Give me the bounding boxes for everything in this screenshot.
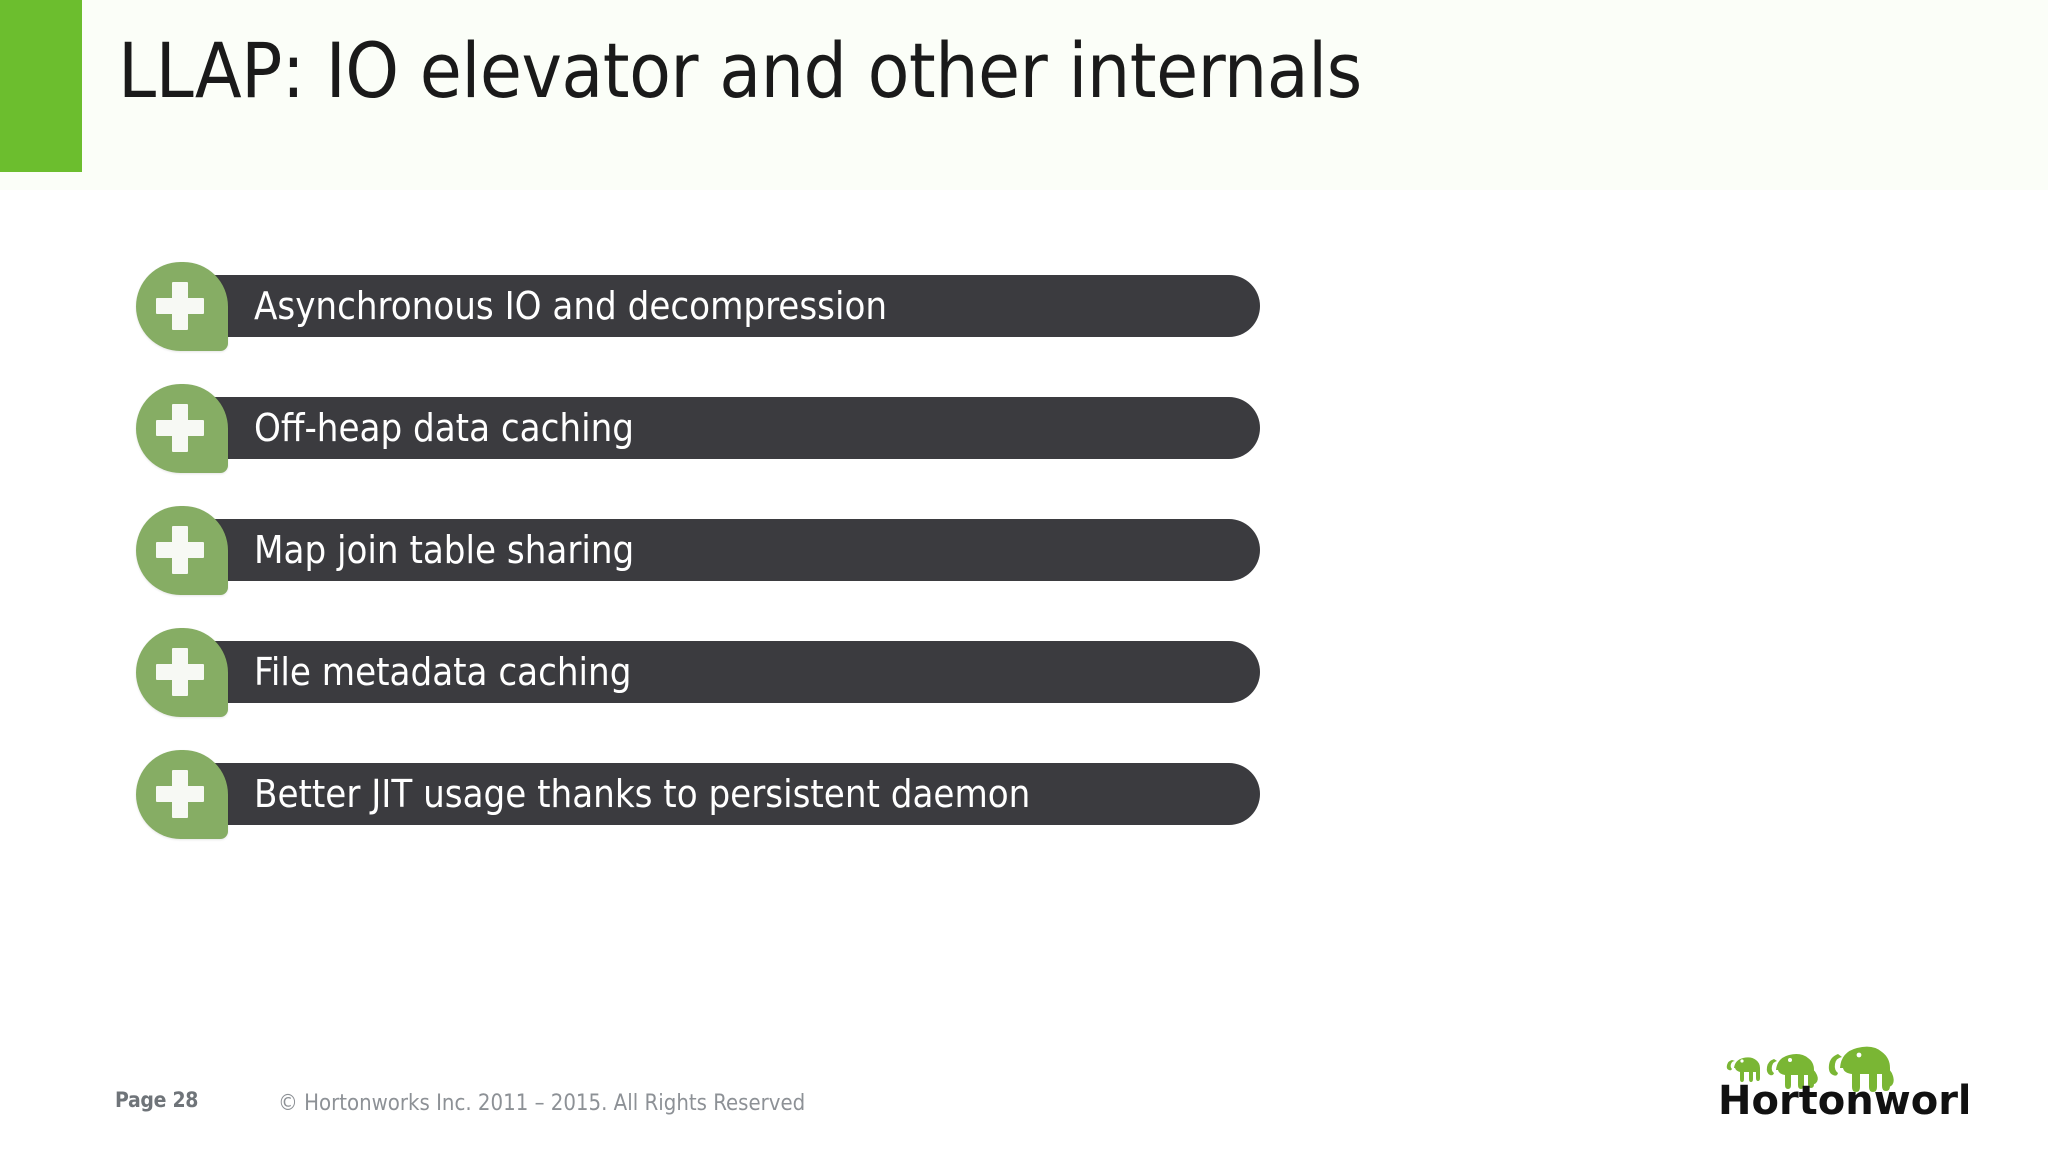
bullet-label: Asynchronous IO and decompression xyxy=(254,284,888,328)
page-number: Page 28 xyxy=(115,1088,199,1112)
bullet-bar xyxy=(138,763,1260,825)
plus-icon xyxy=(154,402,206,454)
list-item[interactable]: File metadata caching xyxy=(136,628,1268,717)
copyright-notice: © Hortonworks Inc. 2011 – 2015. All Righ… xyxy=(278,1091,806,1116)
plus-badge xyxy=(136,506,228,595)
plus-badge xyxy=(136,628,228,717)
bullet-list: Asynchronous IO and decompression Off-he… xyxy=(136,262,1268,839)
bullet-bar xyxy=(138,641,1260,703)
plus-icon xyxy=(154,280,206,332)
plus-badge xyxy=(136,750,228,839)
three-elephants-icon: Hortonworks xyxy=(1718,1046,1968,1118)
bullet-bar xyxy=(138,519,1260,581)
plus-badge xyxy=(136,384,228,473)
list-item[interactable]: Off-heap data caching xyxy=(136,384,1268,473)
bullet-label: Better JIT usage thanks to persistent da… xyxy=(254,772,1031,816)
green-accent-bar xyxy=(0,0,82,172)
page-title: LLAP: IO elevator and other internals xyxy=(118,26,1362,115)
bullet-label: Off-heap data caching xyxy=(254,406,634,450)
bullet-bar xyxy=(138,275,1260,337)
slide-header: LLAP: IO elevator and other internals xyxy=(0,0,2048,190)
bullet-label: Map join table sharing xyxy=(254,528,635,572)
hortonworks-logo: Hortonworks xyxy=(1718,1028,1968,1118)
logo-wordmark: Hortonworks xyxy=(1718,1078,1968,1118)
list-item[interactable]: Asynchronous IO and decompression xyxy=(136,262,1268,351)
bullet-label: File metadata caching xyxy=(254,650,632,694)
plus-icon xyxy=(154,768,206,820)
bullet-bar xyxy=(138,397,1260,459)
plus-icon xyxy=(154,646,206,698)
list-item[interactable]: Map join table sharing xyxy=(136,506,1268,595)
plus-badge xyxy=(136,262,228,351)
plus-icon xyxy=(154,524,206,576)
list-item[interactable]: Better JIT usage thanks to persistent da… xyxy=(136,750,1268,839)
